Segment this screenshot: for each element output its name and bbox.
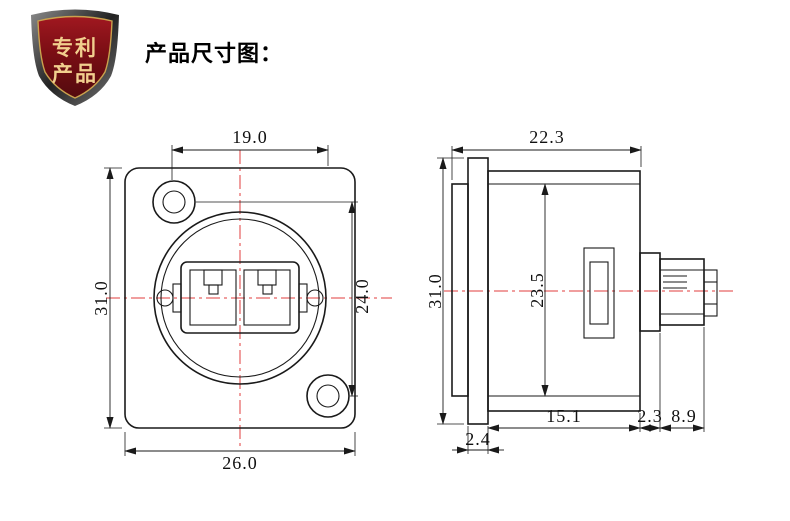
side-dim-step-label: 2.3 <box>637 406 663 426</box>
badge-shield-inner <box>37 15 113 99</box>
rear-step <box>639 252 661 332</box>
front-dim-right-label: 24.0 <box>352 278 372 314</box>
port-latch-right <box>257 269 277 286</box>
patent-badge: 专利 产品 <box>31 9 119 106</box>
front-dim-top-label: 19.0 <box>232 127 268 147</box>
front-centerlines <box>106 150 392 450</box>
front-dim-bottom-label: 26.0 <box>222 453 258 473</box>
mounting-hole-inner <box>316 384 340 408</box>
port-key-left <box>208 284 219 295</box>
mounting-hole-outer <box>152 180 196 224</box>
latch-detail-inner <box>589 261 609 325</box>
side-view: 22.3 31.0 23.5 15.1 2.3 8.9 <box>425 127 734 454</box>
side-dim-top-label: 22.3 <box>529 127 565 147</box>
connector-ear-right <box>298 283 308 313</box>
page-title: 产品尺寸图： <box>145 42 284 67</box>
side-dim-inner-label: 23.5 <box>527 272 547 308</box>
lc-duplex-connector <box>172 261 308 334</box>
front-lip <box>451 183 469 397</box>
mounting-hole-outer <box>306 374 350 418</box>
latch-detail-outer <box>583 247 615 339</box>
front-dimensions: 19.0 31.0 24.0 26.0 <box>91 127 372 473</box>
barrel-inner-circle <box>160 218 320 378</box>
badge-label-line1: 专利 <box>52 36 98 60</box>
mounting-hole-bottom-right <box>306 374 350 418</box>
side-dim-body-label: 15.1 <box>546 406 582 426</box>
badge-label-line2: 产品 <box>52 62 98 86</box>
side-dim-flange-label: 2.4 <box>465 429 491 449</box>
front-dim-left-label: 31.0 <box>91 280 111 316</box>
barrel-outer-circle <box>153 211 327 385</box>
mounting-hole-inner <box>162 190 186 214</box>
side-dim-plug-label: 8.9 <box>671 406 697 426</box>
front-view: 19.0 31.0 24.0 26.0 <box>91 127 392 473</box>
rear-plug <box>659 258 718 326</box>
connector-ear-left <box>172 283 182 313</box>
port-key-right <box>262 284 273 295</box>
plug-body <box>659 258 705 326</box>
plug-tab <box>703 269 718 317</box>
mounting-hole-top-left <box>152 180 196 224</box>
port-latch-left <box>203 269 223 286</box>
side-dim-left-label: 31.0 <box>425 273 445 309</box>
side-dimensions: 22.3 31.0 23.5 15.1 2.3 8.9 <box>425 127 705 454</box>
